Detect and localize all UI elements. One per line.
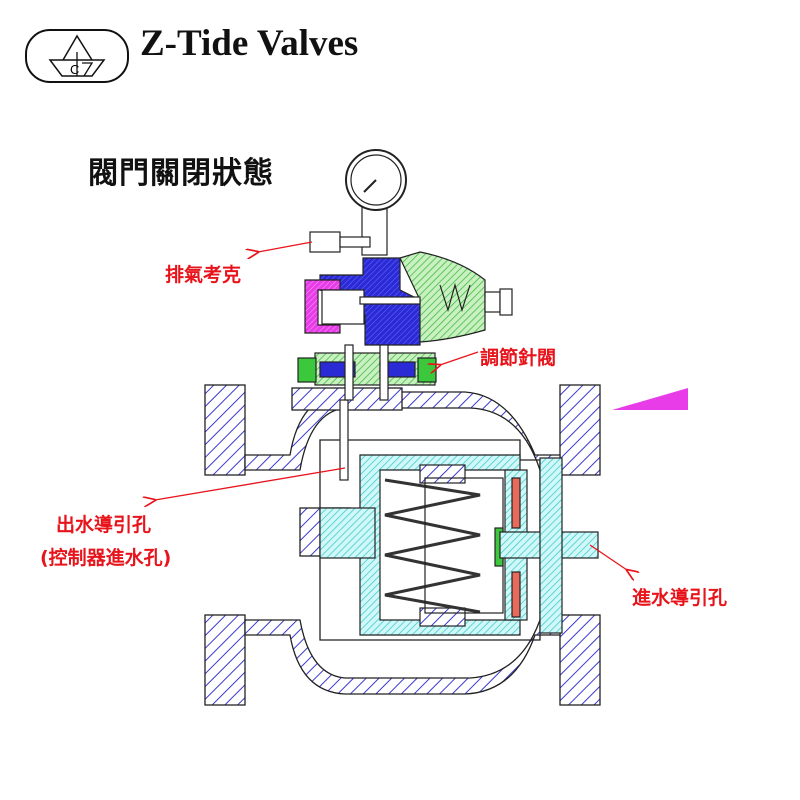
label-outlet-pilot-hole: 出水導引孔 bbox=[56, 514, 152, 536]
logo: C bbox=[25, 29, 129, 83]
brand-name: Z-Tide Valves bbox=[140, 23, 359, 64]
pilot-controller bbox=[297, 149, 513, 401]
label-controller-inlet: (控制器進水孔) bbox=[40, 547, 172, 569]
label-exhaust-cock: 排氣考克 bbox=[165, 264, 242, 286]
label-needle-valve: 調節針閥 bbox=[480, 347, 557, 369]
diagram-title: 閥門關閉狀態 bbox=[88, 156, 274, 191]
leader-arrows bbox=[155, 241, 627, 570]
label-inlet-pilot-hole: 進水導引孔 bbox=[632, 587, 728, 609]
flow-direction-arrow bbox=[612, 388, 688, 410]
piston-assembly bbox=[319, 399, 599, 636]
svg-text:C: C bbox=[70, 62, 79, 77]
